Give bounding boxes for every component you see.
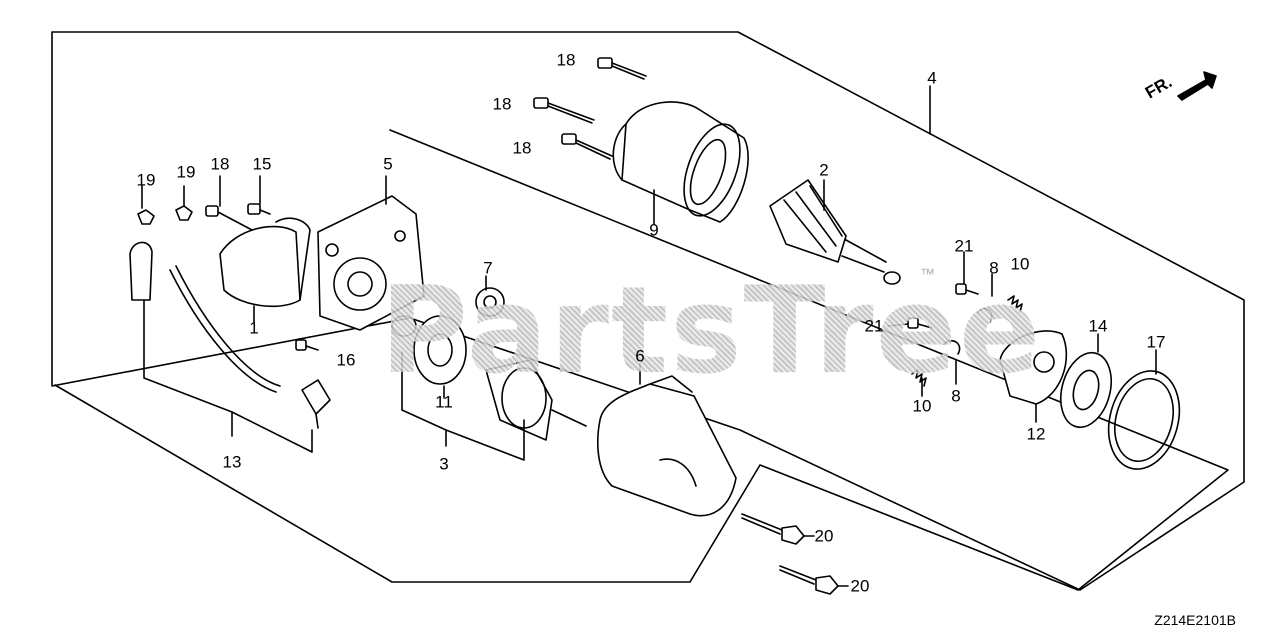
callout-label: 10: [1010, 254, 1030, 274]
front-arrow-icon: [1177, 71, 1217, 101]
callout-label: 21: [864, 316, 884, 336]
bolt-18-d: [205, 205, 253, 231]
callout-label: 19: [176, 162, 196, 182]
front-cover-6: [596, 375, 737, 517]
bolt-18-c: [561, 133, 613, 160]
callout-label: 1: [249, 318, 259, 338]
bracket-3: [401, 351, 525, 461]
screw-16: [295, 339, 307, 351]
callout-label: 18: [512, 138, 532, 158]
bolt-20-a: [741, 513, 805, 545]
callout-label: 14: [1088, 316, 1108, 336]
bolt-15: [247, 203, 271, 215]
watermark-trademark: ™: [920, 266, 935, 283]
yoke-housing-9: [612, 101, 749, 223]
overrunning-clutch-3: [485, 359, 587, 441]
watermark: PartsTree: [380, 262, 1043, 401]
callout-label: 16: [336, 350, 356, 370]
assembly-boundary-inner: [54, 129, 1229, 591]
callout-label: 19: [136, 170, 156, 190]
callout-label: 8: [989, 258, 999, 278]
reduction-gear-11: [391, 315, 467, 385]
callout-label: 2: [819, 160, 829, 180]
nut-19-b: [175, 205, 193, 221]
springs-10-and-brushes-8: [911, 295, 1023, 387]
bolt-20-b: [779, 565, 839, 595]
bracket-13: [143, 299, 313, 453]
callout-label: 4: [927, 68, 937, 88]
callout-label: 9: [649, 220, 659, 240]
terminal-boot: [301, 379, 331, 429]
callout-label: 20: [814, 526, 834, 546]
callout-label: 15: [252, 154, 272, 174]
assembly-boundary-outer: [51, 31, 1245, 591]
callout-label: 11: [435, 392, 453, 412]
bolt-18-b: [533, 97, 595, 124]
callout-label: 18: [556, 50, 576, 70]
o-ring-17: [1107, 370, 1181, 470]
bolt-18-a: [597, 57, 647, 80]
callout-label: 12: [1026, 424, 1046, 444]
diagram-code: Z214E2101B: [1154, 612, 1236, 628]
solenoid-1: [219, 217, 311, 308]
cable-13: [129, 241, 281, 393]
callout-label: 17: [1146, 332, 1166, 352]
callout-label: 5: [383, 154, 393, 174]
plate-14: [1060, 351, 1112, 429]
callout-label: 10: [912, 396, 932, 416]
callout-label: 20: [850, 576, 870, 596]
callout-label: 18: [210, 154, 230, 174]
callout-label: 21: [954, 236, 974, 256]
nut-19-a: [137, 209, 155, 225]
front-bracket-5: [317, 195, 425, 331]
pinion-gear-7: [475, 287, 505, 317]
screws-21: [907, 283, 979, 329]
callout-label: 13: [222, 452, 242, 472]
callout-label: 3: [439, 454, 449, 474]
callout-label: 7: [483, 258, 493, 278]
callout-label: 6: [635, 346, 645, 366]
armature-2: [769, 179, 901, 285]
callout-label: 8: [951, 386, 961, 406]
brush-holder-12: [999, 330, 1068, 405]
callout-label: 18: [492, 94, 512, 114]
